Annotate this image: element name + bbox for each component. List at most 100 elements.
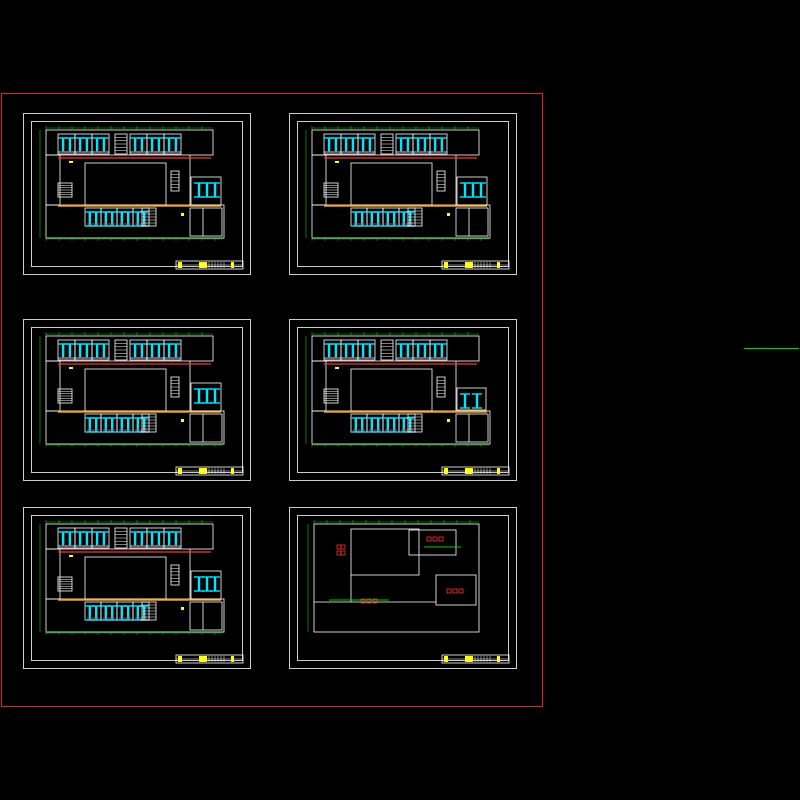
left-connector [45,154,61,206]
building-top-wing [311,335,480,362]
stair-icon [141,601,157,621]
roof-drain [372,598,378,604]
right-lower-rooms [189,601,223,631]
roof-drain [426,536,432,542]
stair-icon [114,339,128,361]
floor-plan [305,332,491,447]
hatch-mark [447,213,450,216]
sheet-6 [289,507,517,669]
stair-icon [170,170,180,192]
sheet-outer-frame [23,113,251,275]
right-lower-rooms [455,207,489,237]
roof-drain [438,536,444,542]
courtyard [350,368,433,412]
right-wing [456,176,488,206]
roof-block [408,529,457,556]
building-top-wing [45,335,214,362]
toilet-fixture-icon [210,576,220,592]
hatch-mark [335,367,339,369]
right-wing [190,570,222,600]
sheet-inner-frame [31,515,243,661]
stair-icon [141,207,157,227]
sheet-3 [23,319,251,481]
sheet-inner-frame [31,327,243,473]
floor-plan [39,520,225,635]
right-lower-rooms [189,413,223,443]
floor-plan [305,126,491,241]
room-outline [429,339,448,361]
hatch-mark [335,161,339,163]
room-outline [163,133,182,155]
outer-drawing-border [1,93,543,707]
title-block [175,260,244,270]
stair-icon [380,133,394,155]
sheet-inner-frame [31,121,243,267]
courtyard [350,162,433,206]
floor-plan [39,332,225,447]
room-outline [91,133,110,155]
right-lower-rooms [189,207,223,237]
toilet-fixture-icon [472,393,482,409]
title-block [175,654,244,664]
sheet-group [23,113,517,669]
roof-drain [366,598,372,604]
courtyard [84,556,167,600]
roof-block [435,574,477,606]
roof-court [350,528,420,576]
stair-icon [407,207,423,227]
roof-drain [360,598,366,604]
toilet-fixture-icon [210,182,220,198]
stair-icon [407,413,423,433]
toilet-fixture-icon [210,388,220,404]
hatch-mark [181,213,184,216]
toilet-fixture-icon [476,182,486,198]
sheet-outer-frame [289,507,517,669]
room-outline [91,527,110,549]
stair-icon [141,413,157,433]
title-block [175,466,244,476]
roof-outline [313,523,480,633]
sheet-1 [23,113,251,275]
sheet-4 [289,319,517,481]
hatch-mark [69,161,73,163]
roof-drain [340,550,346,556]
hatch-mark [69,555,73,557]
sheet-inner-frame [297,515,509,661]
stair-icon [323,388,339,404]
right-wing [190,382,222,412]
stair-icon [114,527,128,549]
right-lower-rooms [455,413,489,443]
title-block [441,466,510,476]
left-connector [45,360,61,412]
roof-drain [432,536,438,542]
building-top-wing [311,129,480,156]
sheet-outer-frame [289,319,517,481]
title-block [441,260,510,270]
hatch-mark [181,419,184,422]
stair-icon [380,339,394,361]
sheet-2 [289,113,517,275]
stair-icon [436,170,446,192]
hatch-mark [181,607,184,610]
sheet-inner-frame [297,327,509,473]
room-outline [357,133,376,155]
stair-icon [170,376,180,398]
courtyard [84,162,167,206]
title-block [441,654,510,664]
left-connector [311,154,327,206]
left-connector [311,360,327,412]
stair-icon [114,133,128,155]
sheet-inner-frame [297,121,509,267]
sheet-outer-frame [289,113,517,275]
roof-plan [307,520,480,633]
room-outline [429,133,448,155]
stair-icon [57,388,73,404]
left-connector [45,548,61,600]
room-outline [91,339,110,361]
hatch-mark [69,367,73,369]
right-wing [190,176,222,206]
room-outline [163,339,182,361]
